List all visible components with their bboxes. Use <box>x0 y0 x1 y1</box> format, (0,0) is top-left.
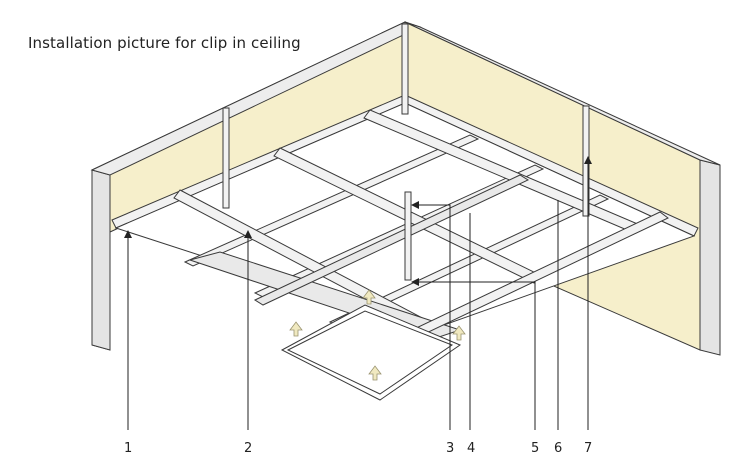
callout-4: 4 <box>467 441 475 456</box>
ceiling-panel <box>280 304 462 401</box>
callout-7: 7 <box>584 441 592 456</box>
callouts: 1 2 3 4 5 6 7 <box>124 441 592 456</box>
callout-6: 6 <box>554 441 562 456</box>
callout-2: 2 <box>244 441 252 456</box>
lift-arrows <box>289 289 466 381</box>
diagram-title: Installation picture for clip in ceiling <box>28 34 301 52</box>
callout-3: 3 <box>446 441 454 456</box>
leader-lines <box>124 156 592 430</box>
ceiling-grid <box>114 102 696 357</box>
callout-1: 1 <box>124 441 132 456</box>
callout-5: 5 <box>531 441 539 456</box>
